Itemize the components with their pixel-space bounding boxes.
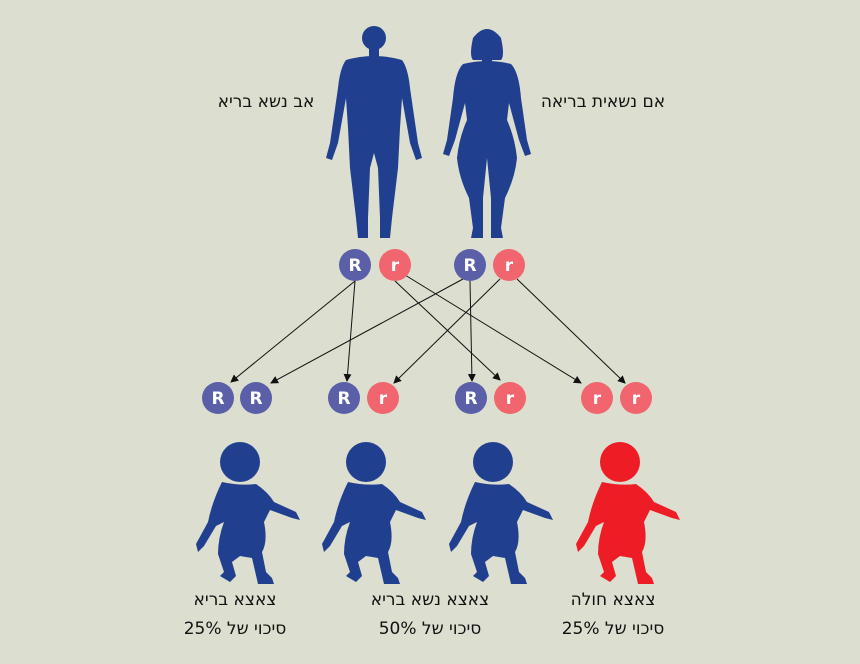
mother-figure — [443, 29, 531, 238]
dominant-allele — [202, 382, 234, 414]
child-figure-healthy — [196, 442, 300, 584]
allele-letter: r — [391, 256, 400, 276]
father-figure — [326, 26, 422, 238]
child-risk-healthy: סיכוי של 25% — [183, 619, 287, 639]
allele-letter: r — [632, 389, 641, 409]
child-figure-affected — [576, 442, 680, 584]
arrow — [343, 280, 356, 382]
arrow — [270, 278, 464, 384]
recessive-allele — [493, 249, 525, 281]
child-risk-affected: סיכוי של 25% — [561, 619, 665, 639]
recessive-allele — [581, 382, 613, 414]
allele-letter: r — [505, 256, 514, 276]
allele-letter: r — [506, 389, 515, 409]
dominant-allele — [454, 249, 486, 281]
recessive-allele — [379, 249, 411, 281]
allele-letter: r — [379, 389, 388, 409]
child-label-healthy: צאצא בריא — [193, 590, 277, 610]
inheritance-arrows — [230, 274, 626, 384]
recessive-allele — [494, 382, 526, 414]
arrow — [230, 280, 356, 383]
allele-letter: R — [348, 256, 361, 276]
allele-letter: R — [463, 256, 476, 276]
mother-label: אם נשאית בריאה — [540, 92, 666, 112]
allele-letter: R — [211, 389, 224, 409]
child-label-affected: צאצא חולה — [570, 590, 656, 610]
recessive-allele — [620, 382, 652, 414]
child-figure-carrier — [449, 442, 553, 584]
allele-letter: r — [593, 389, 602, 409]
allele-letter: R — [249, 389, 262, 409]
arrow — [404, 274, 582, 384]
dominant-allele — [339, 249, 371, 281]
arrow — [467, 280, 476, 382]
dominant-allele — [240, 382, 272, 414]
child-label-carrier: צאצא נשא בריא — [370, 590, 490, 610]
dominant-allele — [455, 382, 487, 414]
arrow — [516, 278, 626, 384]
child-figure-carrier — [322, 442, 426, 584]
allele-letter: R — [337, 389, 350, 409]
recessive-allele — [367, 382, 399, 414]
child-risk-carrier: סיכוי של 50% — [378, 619, 482, 639]
allele-letter: R — [464, 389, 477, 409]
dominant-allele — [328, 382, 360, 414]
arrow — [393, 278, 501, 384]
father-label: אב נשא בריא — [217, 92, 315, 112]
